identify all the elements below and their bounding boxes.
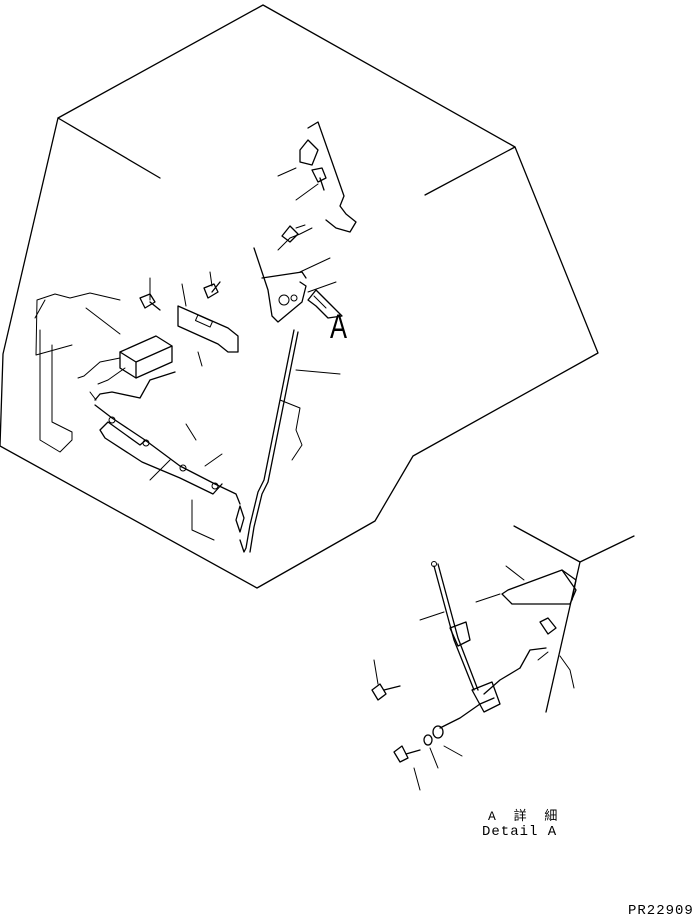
- bolt-left: [139, 293, 161, 311]
- cable-upper: [277, 121, 357, 251]
- detail-caption-english: Detail A: [482, 824, 558, 840]
- detail-a-rod: [431, 561, 501, 713]
- wire-harness: [94, 371, 245, 533]
- view-arrow: [307, 289, 343, 319]
- controller-box: [77, 335, 173, 385]
- view-letter-label: A: [330, 308, 348, 346]
- leader-lines-main: [85, 167, 341, 541]
- detail-caption-japanese: A 詳 細: [488, 809, 563, 824]
- detail-a-bracket: [501, 569, 577, 635]
- mounting-bracket: [177, 305, 239, 353]
- detail-a-bolt-lower: [393, 745, 421, 763]
- detail-a-bolt-upper: [371, 683, 401, 701]
- detail-a-washers: [423, 725, 444, 746]
- engine-block: [34, 292, 303, 461]
- detail-a-cable: [439, 647, 547, 729]
- detail-a-frame: [513, 525, 635, 713]
- lever-assembly: [253, 247, 307, 323]
- control-rod: [239, 329, 299, 553]
- bolt-right: [203, 281, 221, 299]
- drawing-code: PR22909: [628, 903, 694, 919]
- cab-body: [0, 4, 599, 589]
- leader-lines-detail: [373, 565, 549, 791]
